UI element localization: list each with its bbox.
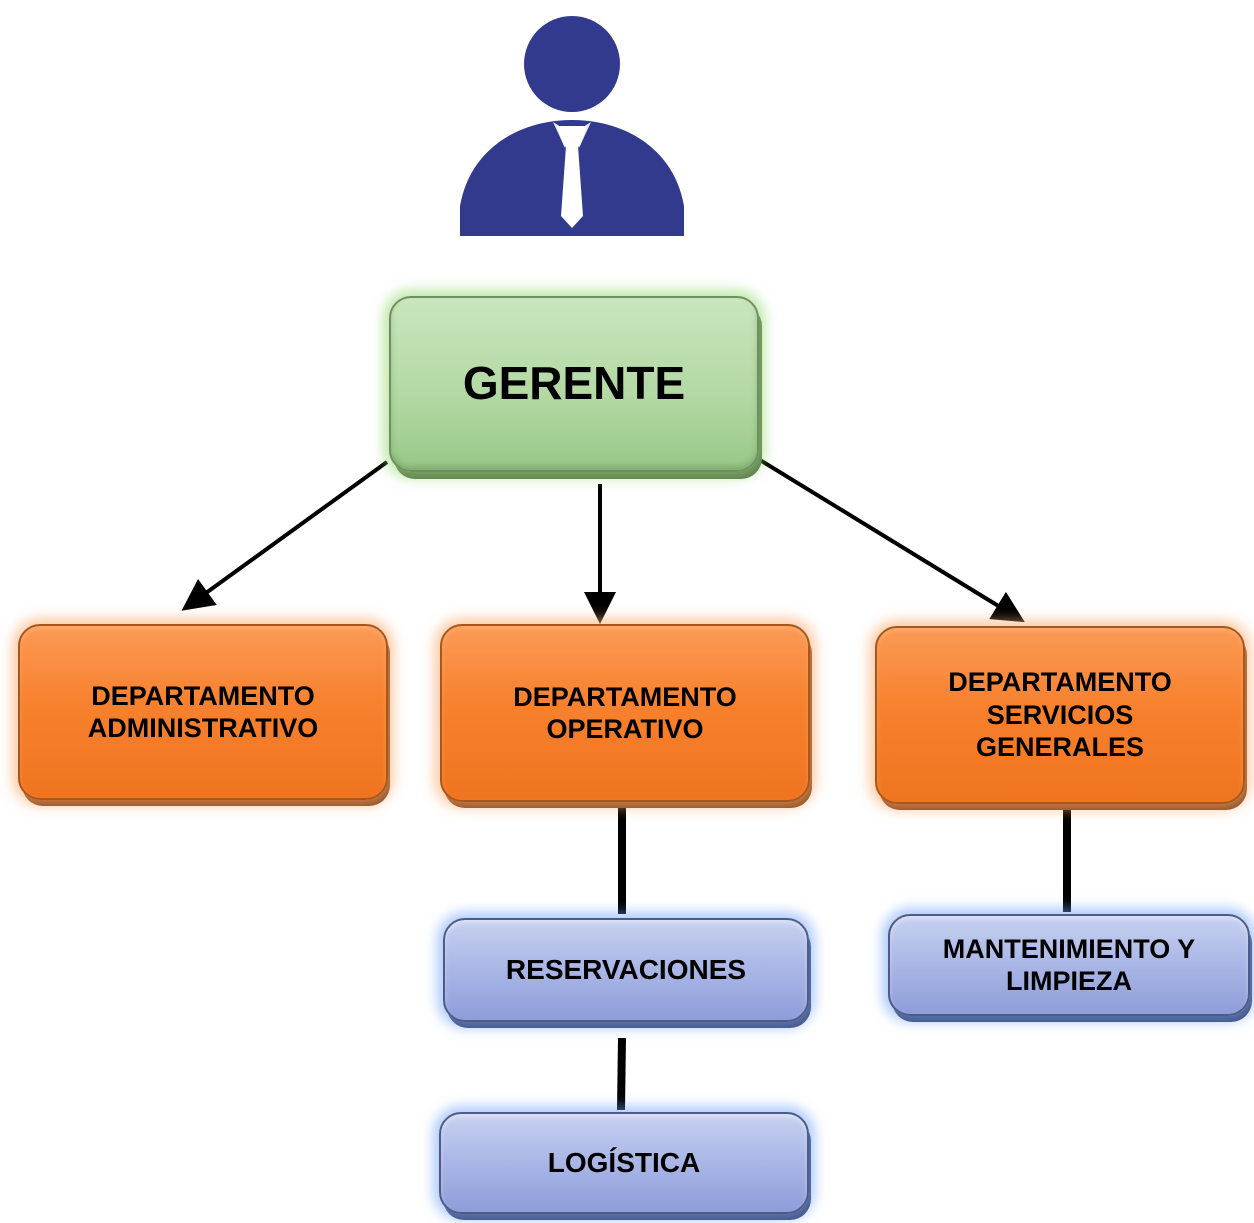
node-departamento-operativo: DEPARTAMENTO OPERATIVO: [440, 624, 810, 802]
node-mantenimiento-y-limpieza-label: MANTENIMIENTO Y LIMPIEZA: [942, 933, 1196, 996]
node-departamento-administrativo-label: DEPARTAMENTO ADMINISTRATIVO: [87, 680, 319, 743]
node-departamento-operativo-label: DEPARTAMENTO OPERATIVO: [513, 681, 737, 744]
node-logistica-label: LOGÍSTICA: [547, 1147, 701, 1179]
person-with-tie-icon: [460, 16, 684, 236]
node-departamento-servicios-generales-label: DEPARTAMENTO SERVICIOS GENERALES: [948, 667, 1172, 763]
node-reservaciones: RESERVACIONES: [443, 918, 809, 1022]
node-departamento-servicios-generales: DEPARTAMENTO SERVICIOS GENERALES: [875, 626, 1245, 804]
connector-reservaciones-logistica: [617, 1037, 626, 1111]
node-departamento-administrativo: DEPARTAMENTO ADMINISTRATIVO: [18, 624, 388, 800]
node-logistica: LOGÍSTICA: [439, 1112, 809, 1214]
connector-gerente-servicios: [758, 458, 1025, 623]
node-gerente: GERENTE: [389, 296, 759, 472]
node-reservaciones-label: RESERVACIONES: [505, 954, 747, 986]
connector-gerente-administrativo: [181, 460, 389, 611]
node-mantenimiento-y-limpieza: MANTENIMIENTO Y LIMPIEZA: [888, 914, 1250, 1016]
node-gerente-label: GERENTE: [462, 357, 686, 410]
